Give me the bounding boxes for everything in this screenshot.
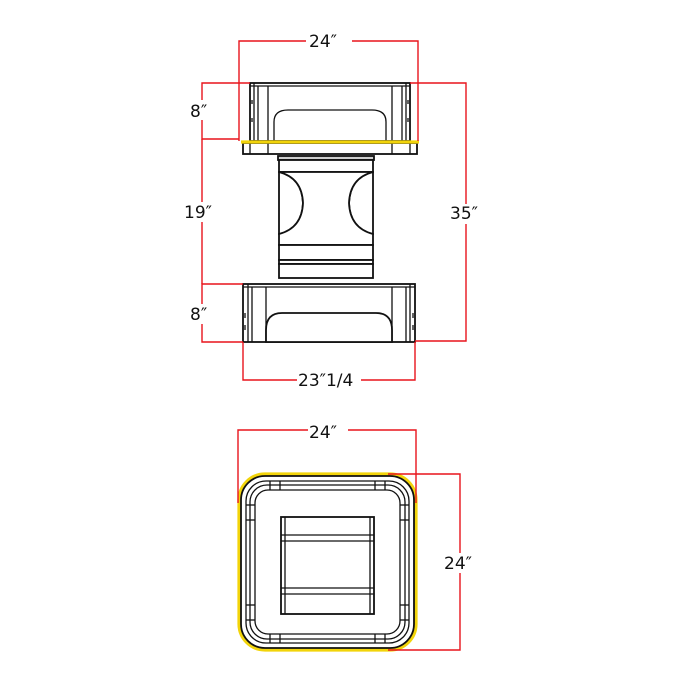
plan-view: 24″ 24″: [237, 421, 483, 652]
plan-column-square: [280, 516, 375, 615]
column-height-label: 19″: [184, 203, 212, 223]
base-height-label: 8″: [190, 305, 207, 325]
top-height-label: 8″: [190, 102, 207, 122]
elevation-view: 24″ 8″ 19″ 8″ 35″ 23″1/4: [184, 32, 484, 391]
plan-width-label: 24″: [309, 423, 337, 443]
table-rim: [242, 142, 418, 155]
plan-depth-label: 24″: [444, 554, 472, 574]
table-top: [249, 82, 411, 142]
total-height-label: 35″: [450, 204, 478, 224]
base-width-label: 23″1/4: [298, 371, 353, 391]
top-width-label: 24″: [309, 32, 337, 52]
pedestal-base: [242, 283, 416, 343]
rim-ticks: [246, 481, 409, 643]
pedestal-column: [277, 155, 375, 279]
